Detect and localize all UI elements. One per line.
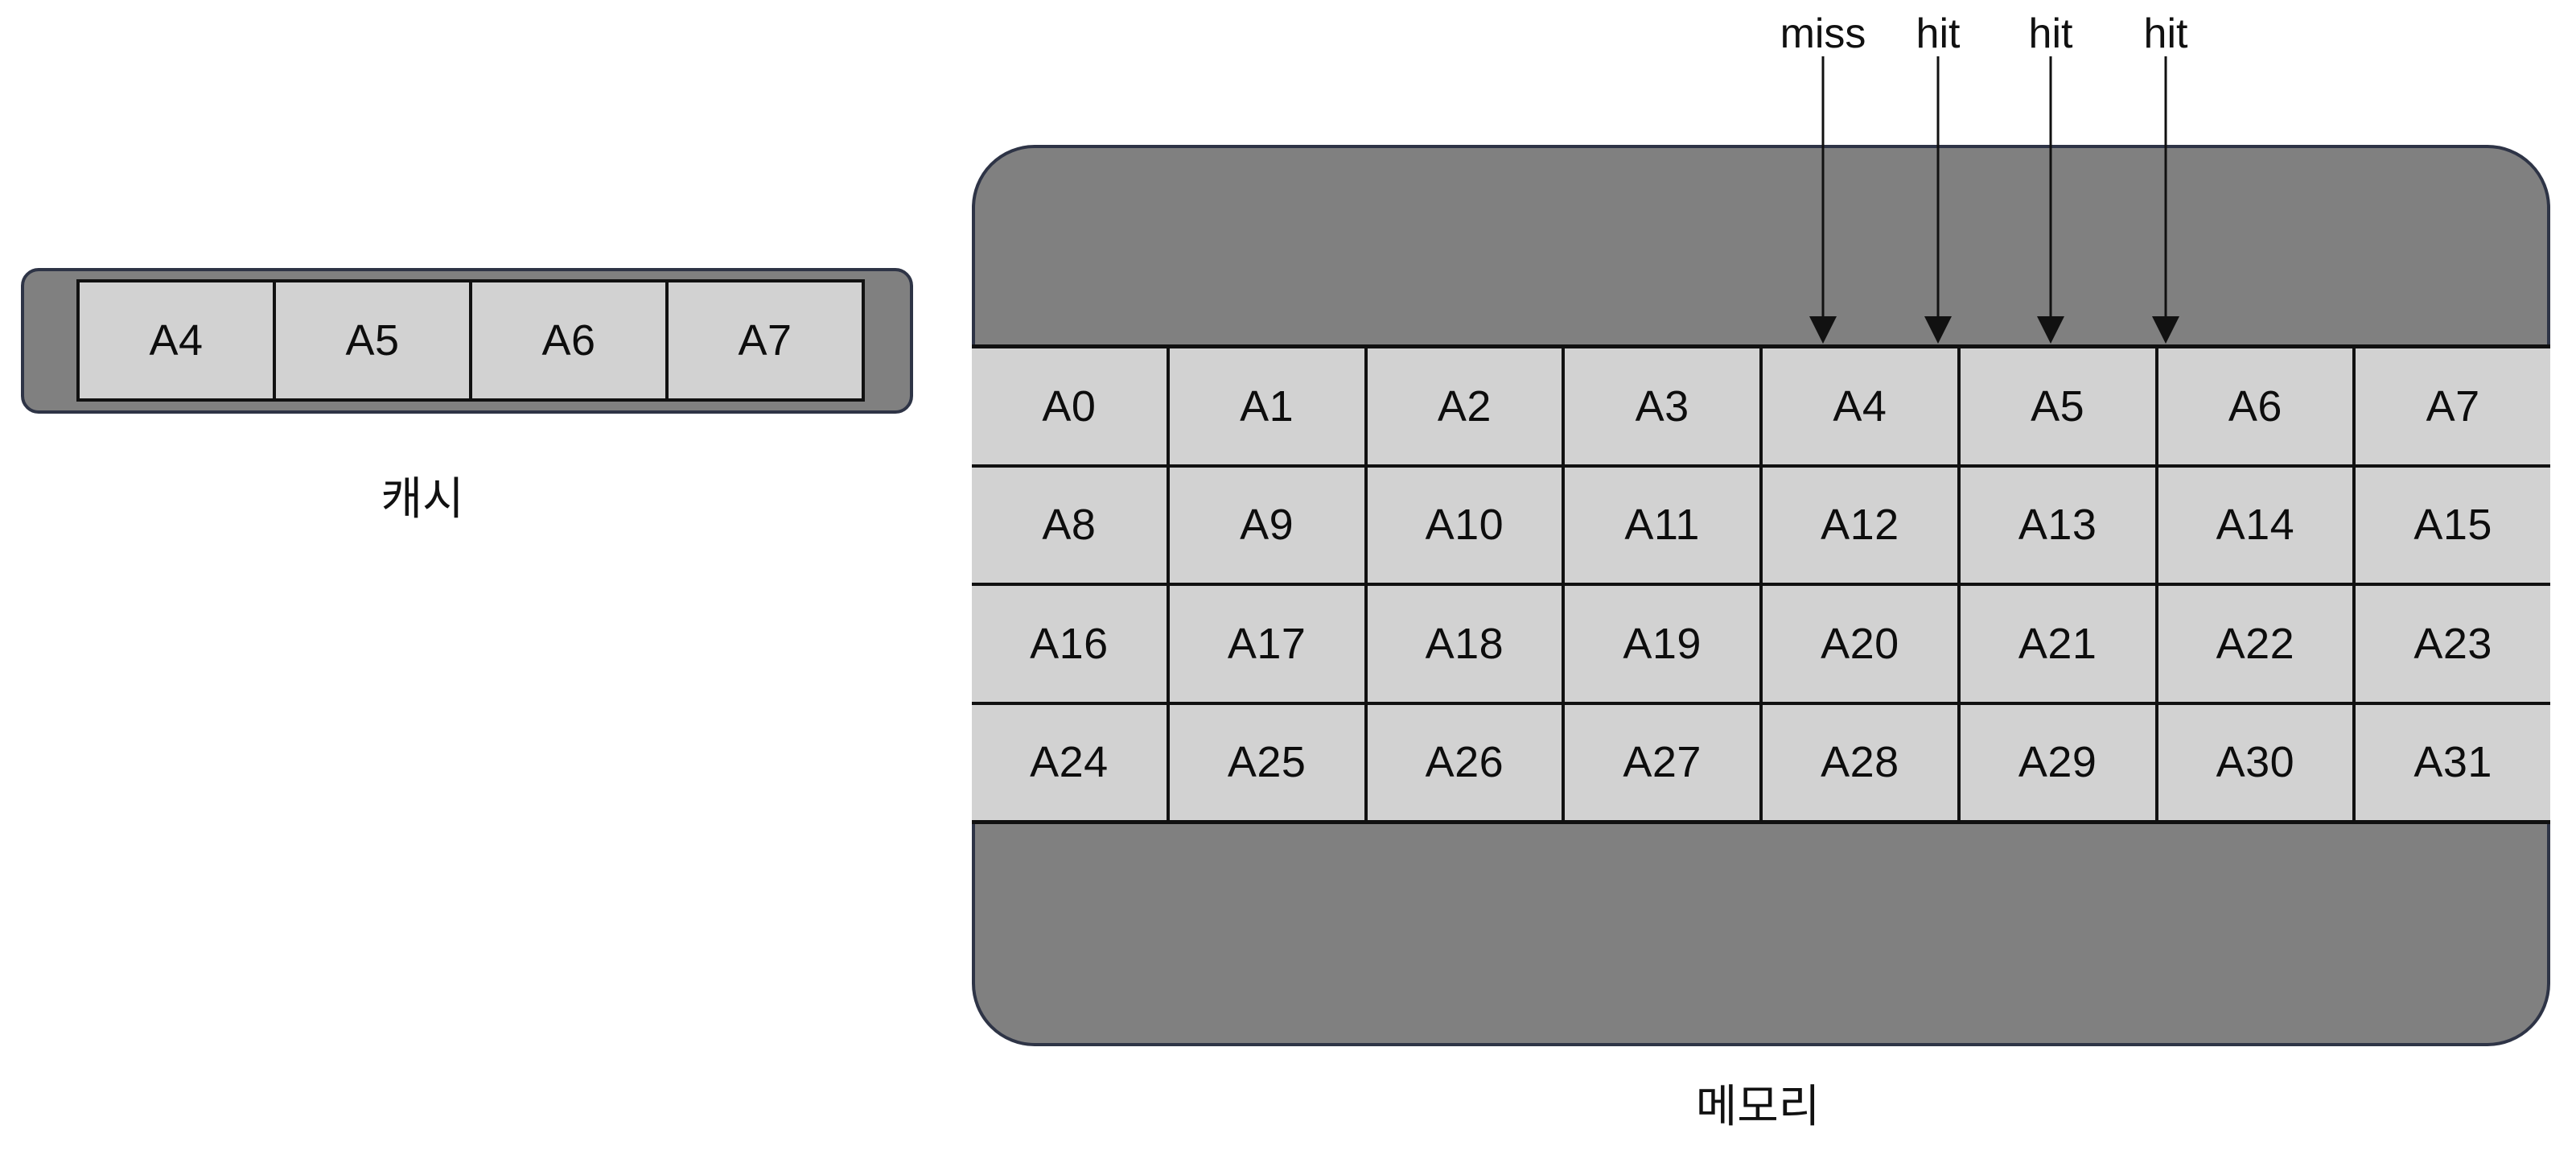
memory-cell[interactable]: A22	[2158, 586, 2356, 702]
memory-cell[interactable]: A19	[1565, 586, 1763, 702]
memory-cell[interactable]: A26	[1367, 704, 1566, 820]
memory-cell[interactable]: A27	[1565, 704, 1763, 820]
memory-cell[interactable]: A14	[2158, 467, 2356, 583]
memory-row: A16 A17 A18 A19 A20 A21 A22 A23	[972, 586, 2550, 705]
memory-cell[interactable]: A30	[2158, 704, 2356, 820]
annotation-label-3: hit	[2143, 10, 2188, 57]
memory-cell[interactable]: A21	[1960, 586, 2158, 702]
memory-cell[interactable]: A4	[1763, 348, 1961, 464]
memory-cell[interactable]: A16	[972, 586, 1170, 702]
memory-cell[interactable]: A17	[1169, 586, 1368, 702]
memory-cell[interactable]: A28	[1763, 704, 1961, 820]
cache-cell[interactable]: A4	[80, 282, 276, 398]
memory-cell[interactable]: A5	[1960, 348, 2158, 464]
annotation-label-1: hit	[1916, 10, 1961, 57]
memory-cell[interactable]: A9	[1169, 467, 1368, 583]
memory-row: A0 A1 A2 A3 A4 A5 A6 A7	[972, 348, 2550, 468]
memory-caption-label: 메모리	[1695, 1081, 1821, 1132]
memory-cell[interactable]: A6	[2158, 348, 2356, 464]
memory-cell[interactable]: A23	[2356, 586, 2550, 702]
memory-cell[interactable]: A0	[972, 348, 1170, 464]
memory-cell[interactable]: A13	[1960, 467, 2158, 583]
memory-cell[interactable]: A10	[1367, 467, 1566, 583]
memory-row: A24 A25 A26 A27 A28 A29 A30 A31	[972, 704, 2550, 820]
annotation-label-0: miss	[1780, 10, 1866, 57]
memory-cell[interactable]: A1	[1169, 348, 1368, 464]
memory-cell[interactable]: A15	[2356, 467, 2550, 583]
memory-cell[interactable]: A25	[1169, 704, 1368, 820]
memory-cell[interactable]: A7	[2356, 348, 2550, 464]
memory-cell[interactable]: A31	[2356, 704, 2550, 820]
cache-cell[interactable]: A7	[669, 282, 862, 398]
cache-caption-label: 캐시	[381, 473, 464, 524]
annotation-label-2: hit	[2028, 10, 2073, 57]
memory-cell[interactable]: A3	[1565, 348, 1763, 464]
memory-row: A8 A9 A10 A11 A12 A13 A14 A15	[972, 467, 2550, 586]
memory-cell[interactable]: A8	[972, 467, 1170, 583]
memory-cell[interactable]: A24	[972, 704, 1170, 820]
cache-cell[interactable]: A6	[472, 282, 669, 398]
memory-cell[interactable]: A18	[1367, 586, 1566, 702]
memory-cell[interactable]: A11	[1565, 467, 1763, 583]
memory-cell[interactable]: A2	[1367, 348, 1566, 464]
memory-cell[interactable]: A29	[1960, 704, 2158, 820]
cache-cell-row: A4 A5 A6 A7	[76, 279, 865, 402]
cache-cell[interactable]: A5	[276, 282, 472, 398]
memory-cell[interactable]: A20	[1763, 586, 1961, 702]
memory-grid: A0 A1 A2 A3 A4 A5 A6 A7 A8 A9 A10 A11 A1…	[972, 344, 2550, 824]
memory-cell[interactable]: A12	[1763, 467, 1961, 583]
